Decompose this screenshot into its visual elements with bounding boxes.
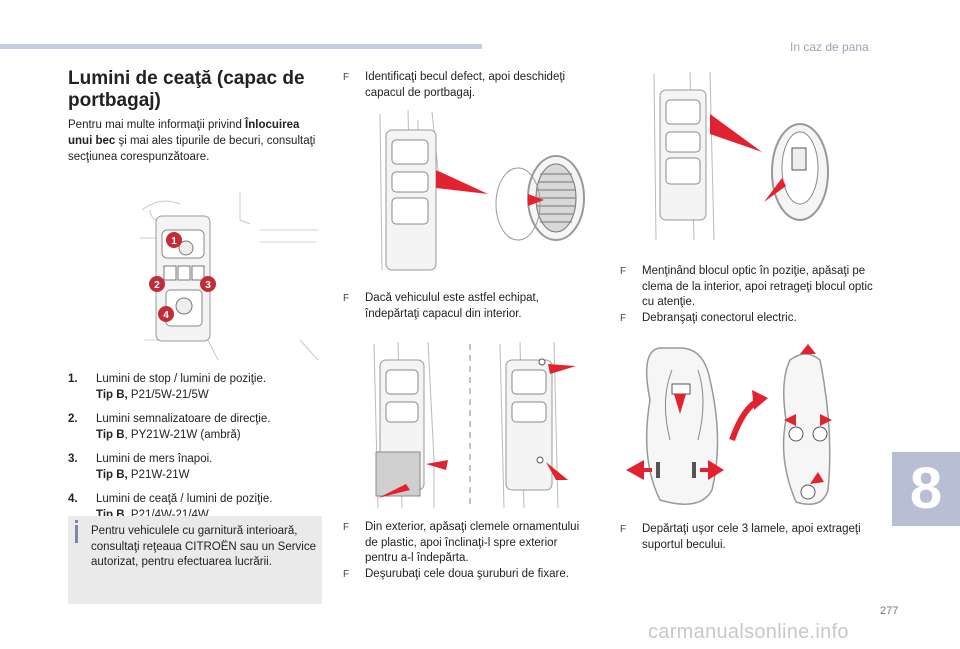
header-bar	[0, 44, 482, 49]
info-icon-dot	[75, 520, 78, 523]
step-1: F Identificaţi becul defect, apoi deschid…	[343, 70, 588, 101]
lamp-name: Lumini semnalizatoare de direcţie.	[96, 413, 271, 425]
lamp-item: 3. Lumini de mers înapoi. Tip B, P21W-21W	[68, 452, 318, 483]
lamp-list: 1. Lumini de stop / lumini de poziţie. Tip…	[68, 372, 318, 532]
step-2: F Dacă vehiculul este astfel echipat, înd…	[343, 291, 588, 322]
page-number: 277	[880, 605, 899, 617]
lamp-tip-label: Tip B	[96, 428, 125, 441]
lamp-tip-value: P21/5W-21/5W	[127, 388, 209, 401]
lamp-number: 4.	[68, 493, 78, 505]
bullet-icon: F	[620, 266, 627, 277]
watermark: carmanualsonline.info	[648, 621, 849, 643]
callout-1-label: 1	[171, 236, 177, 247]
step-text: Identificaţi becul defect, apoi deschide…	[365, 71, 566, 99]
callout-3-label: 3	[205, 280, 211, 291]
info-icon	[75, 525, 78, 543]
page-title: Lumini de ceaţă (capac de portbagaj)	[68, 68, 305, 111]
lamp-name: Lumini de mers înapoi.	[96, 453, 213, 465]
step-text: Debranşaţi conectorul electric.	[642, 311, 797, 324]
step-text: Depărtaţi uşor cele 3 lamele, apoi extra…	[642, 523, 861, 551]
step-5: F Depărtaţi uşor cele 3 lamele, apoi extr…	[620, 522, 875, 553]
intro-link-text: Înlocuirea unui bec	[68, 119, 300, 147]
callout-3: 3	[200, 276, 216, 292]
lamp-item: 1. Lumini de stop / lumini de poziţie. Tip…	[68, 372, 318, 403]
lamp-tip-label: Tip B,	[96, 388, 128, 401]
intro-paragraph: Pentru mai multe informaţii privind Înlo…	[68, 117, 318, 165]
intro-text-end: şi mai ales tipurile de becuri, consulta…	[68, 135, 316, 163]
bullet-icon: F	[343, 568, 350, 580]
bullet-icon: F	[343, 522, 350, 533]
bullet-icon: F	[620, 312, 627, 324]
step-text: Deşurubaţi cele doua şuruburi de fixare.	[365, 567, 569, 580]
step-1-figure	[379, 110, 585, 271]
section-title: In caz de pana	[790, 40, 869, 54]
lamp-number: 3.	[68, 453, 78, 465]
step-3: F Din exterior, apăsaţi clemele ornamentu…	[343, 520, 593, 582]
note-text: Pentru vehiculele cu garnitură interioar…	[91, 525, 316, 568]
callout-2-label: 2	[154, 280, 160, 291]
step-5-figure	[626, 344, 832, 505]
bullet-icon: F	[343, 72, 350, 83]
callout-4-label: 4	[163, 310, 169, 321]
step-text: Dacă vehiculul este astfel echipat, înde…	[365, 292, 539, 320]
info-note: Pentru vehiculele cu garnitură interioar…	[68, 516, 322, 604]
lamp-number: 2.	[68, 413, 78, 425]
step-4: F Menţinând blocul optic în poziţie, apăs…	[620, 264, 875, 326]
step-4-figure	[653, 71, 829, 241]
callout-1: 1	[166, 232, 182, 248]
lamp-item: 2. Lumini semnalizatoare de direcţie. Tip …	[68, 412, 318, 443]
lamp-name: Lumini de stop / lumini de poziţie.	[96, 373, 267, 385]
lamp-tip-value: , PY21W-21W (ambră)	[124, 428, 241, 441]
lamp-cluster-diagram: 1 2 3 4	[140, 192, 319, 361]
lamp-tip-value: P21W-21W	[127, 468, 190, 481]
lamp-tip-label: Tip B,	[96, 468, 128, 481]
callout-4: 4	[158, 306, 174, 322]
step-2-figure	[373, 341, 576, 509]
lamp-name: Lumini de ceaţă / lumini de poziţie.	[96, 493, 273, 505]
step-text: Din exterior, apăsaţi clemele ornamentul…	[365, 521, 580, 564]
bullet-icon: F	[620, 524, 627, 535]
intro-text-start: Pentru mai multe informaţii privind	[68, 119, 246, 131]
lamp-number: 1.	[68, 373, 78, 385]
callout-2: 2	[149, 276, 165, 292]
bullet-icon: F	[343, 293, 350, 304]
chapter-tab: 8	[892, 452, 960, 526]
step-text: Menţinând blocul optic în poziţie, apăsa…	[642, 265, 873, 308]
